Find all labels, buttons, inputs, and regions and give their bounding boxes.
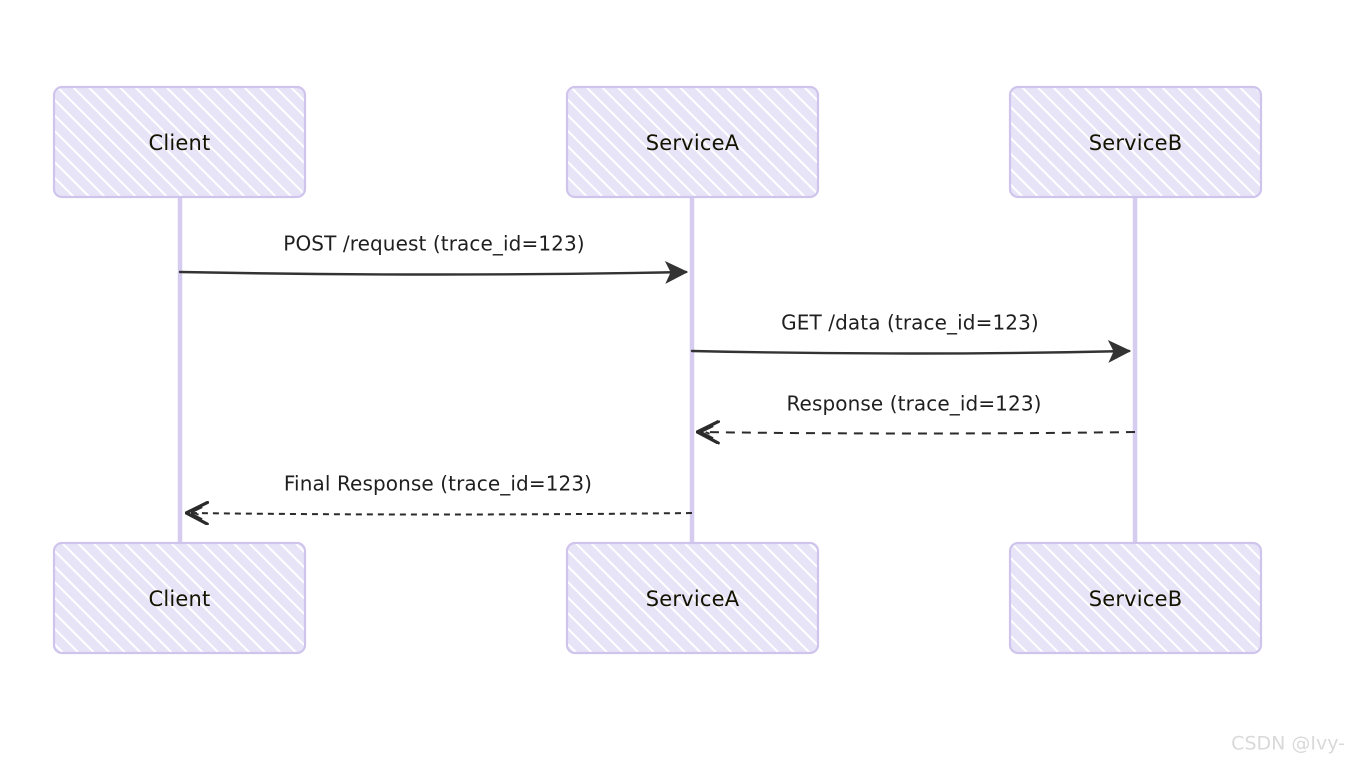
participant-box-client-bottom[interactable]: Client — [52, 541, 307, 655]
message-get-data[interactable]: GET /data (trace_id=123) — [690, 311, 1132, 363]
participant-box-servicea-top[interactable]: ServiceA — [565, 85, 820, 199]
participant-box-serviceb-top[interactable]: ServiceB — [1008, 85, 1263, 199]
participant-box-servicea-bottom[interactable]: ServiceA — [565, 541, 820, 655]
message-label: POST /request (trace_id=123) — [283, 232, 584, 256]
participant-box-shape — [565, 85, 820, 199]
participant-boxes-bottom: Client ServiceA ServiceB — [52, 541, 1263, 655]
participant-box-shape — [1008, 541, 1263, 655]
message-response[interactable]: Response (trace_id=123) — [700, 392, 1136, 434]
participant-box-label: Client — [149, 587, 211, 611]
participant-box-client-top[interactable]: Client — [52, 85, 307, 199]
message-label: Final Response (trace_id=123) — [284, 472, 592, 496]
watermark-label: CSDN @Ivy- — [1231, 733, 1345, 755]
participant-box-label: ServiceB — [1089, 131, 1183, 155]
participant-box-label: ServiceA — [646, 131, 740, 155]
message-label: Response (trace_id=123) — [786, 392, 1041, 416]
participant-boxes-top: Client ServiceA ServiceB — [52, 85, 1263, 199]
message-final-response[interactable]: Final Response (trace_id=123) — [189, 472, 693, 515]
participant-box-serviceb-bottom[interactable]: ServiceB — [1008, 541, 1263, 655]
message-arrow-line — [690, 340, 1132, 363]
participant-box-shape — [565, 541, 820, 655]
participant-box-shape — [52, 85, 307, 199]
participant-box-label: Client — [149, 131, 211, 155]
participant-box-label: ServiceA — [646, 587, 740, 611]
message-arrow-line — [178, 260, 689, 284]
participant-box-label: ServiceB — [1089, 587, 1183, 611]
message-arrow-line — [189, 513, 693, 515]
participant-box-shape — [1008, 85, 1263, 199]
lifelines-group — [177, 197, 1138, 545]
message-label: GET /data (trace_id=123) — [781, 311, 1039, 335]
message-arrow-line — [700, 432, 1136, 434]
message-post-request[interactable]: POST /request (trace_id=123) — [178, 232, 689, 284]
participant-box-shape — [52, 541, 307, 655]
